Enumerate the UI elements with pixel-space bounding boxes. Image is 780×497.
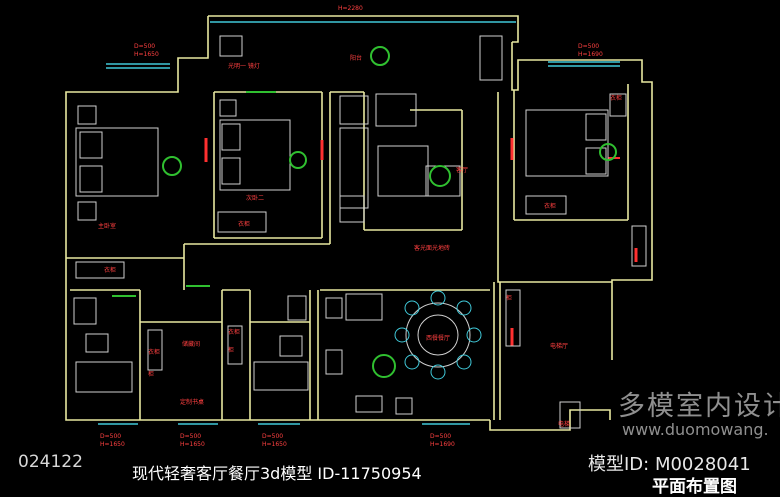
model-title: 现代轻奢客厅餐厅3d模型 ID-11750954 xyxy=(132,464,422,483)
dim-bedroom1-w: D=500 xyxy=(134,43,155,50)
label-cab-left: 柜 xyxy=(228,346,234,354)
label-master-bedroom: 主卧室 xyxy=(98,222,116,230)
model-id: 模型ID: M0028041 xyxy=(588,454,751,475)
label-shelf: 柜 xyxy=(148,370,154,378)
label-wardrobe: 衣柜 xyxy=(610,94,622,102)
sheet-code: 024122 xyxy=(18,452,83,472)
label-closet-a: 衣柜 xyxy=(104,266,116,274)
label-bedroom2: 次卧二 xyxy=(246,194,264,202)
dim-bottom2-w: D=500 xyxy=(180,433,201,440)
dining-chairs xyxy=(394,290,482,380)
top-dim-h: H=2280 xyxy=(338,5,363,12)
label-storage: 储藏间 xyxy=(182,340,200,348)
dim-bedroom1-h: H=1650 xyxy=(134,51,159,58)
plan-label: 平面布置图 xyxy=(652,477,737,497)
label-closet-c: 衣柜 xyxy=(544,202,556,210)
furniture xyxy=(73,35,647,429)
dim-bottom1-h: H=1650 xyxy=(100,441,125,448)
plant-markers xyxy=(162,46,617,378)
room-labels: 主卧室 次卧二 光明一 镜灯 阳台 客厅 客光面光地砖 西餐餐厅 电梯厅 电梯 … xyxy=(98,54,622,428)
floor-plan-canvas: H=2280 D=500 H=1650 D=500 H=1690 D=500 H… xyxy=(65,5,653,448)
dim-bottom3-h: H=1650 xyxy=(262,441,287,448)
windows xyxy=(98,21,620,425)
dim-bottom1-w: D=500 xyxy=(100,433,121,440)
dimension-labels: H=2280 D=500 H=1650 D=500 H=1690 D=500 H… xyxy=(100,5,603,448)
walls xyxy=(65,15,653,431)
green-lines xyxy=(112,91,276,297)
label-dining: 西餐餐厅 xyxy=(426,334,450,342)
label-closet-d: 衣柜 xyxy=(228,328,240,336)
label-cab-right: 柜 xyxy=(506,294,512,302)
label-closet-e: 衣柜 xyxy=(148,348,160,356)
label-bottom-note: 定制书桌 xyxy=(180,398,204,406)
label-living: 客厅 xyxy=(456,166,468,174)
label-light-note: 光明一 镜灯 xyxy=(228,62,260,70)
watermark-url: www.duomowang. xyxy=(622,420,769,439)
watermark-cn: 多模室内设计 xyxy=(618,391,780,422)
dim-bottom2-h: H=1650 xyxy=(180,441,205,448)
dim-bedroom3-w: D=500 xyxy=(578,43,599,50)
label-elevator: 电梯 xyxy=(558,420,570,428)
dim-bottom4-h: H=1690 xyxy=(430,441,455,448)
label-closet-b: 衣柜 xyxy=(238,220,250,228)
label-living-floor: 客光面光地砖 xyxy=(414,244,450,252)
dim-bottom3-w: D=500 xyxy=(262,433,283,440)
dim-bottom4-w: D=500 xyxy=(430,433,451,440)
dim-bedroom3-h: H=1690 xyxy=(578,51,603,58)
label-elevator-hall: 电梯厅 xyxy=(550,342,568,350)
label-balcony: 阳台 xyxy=(350,54,362,62)
